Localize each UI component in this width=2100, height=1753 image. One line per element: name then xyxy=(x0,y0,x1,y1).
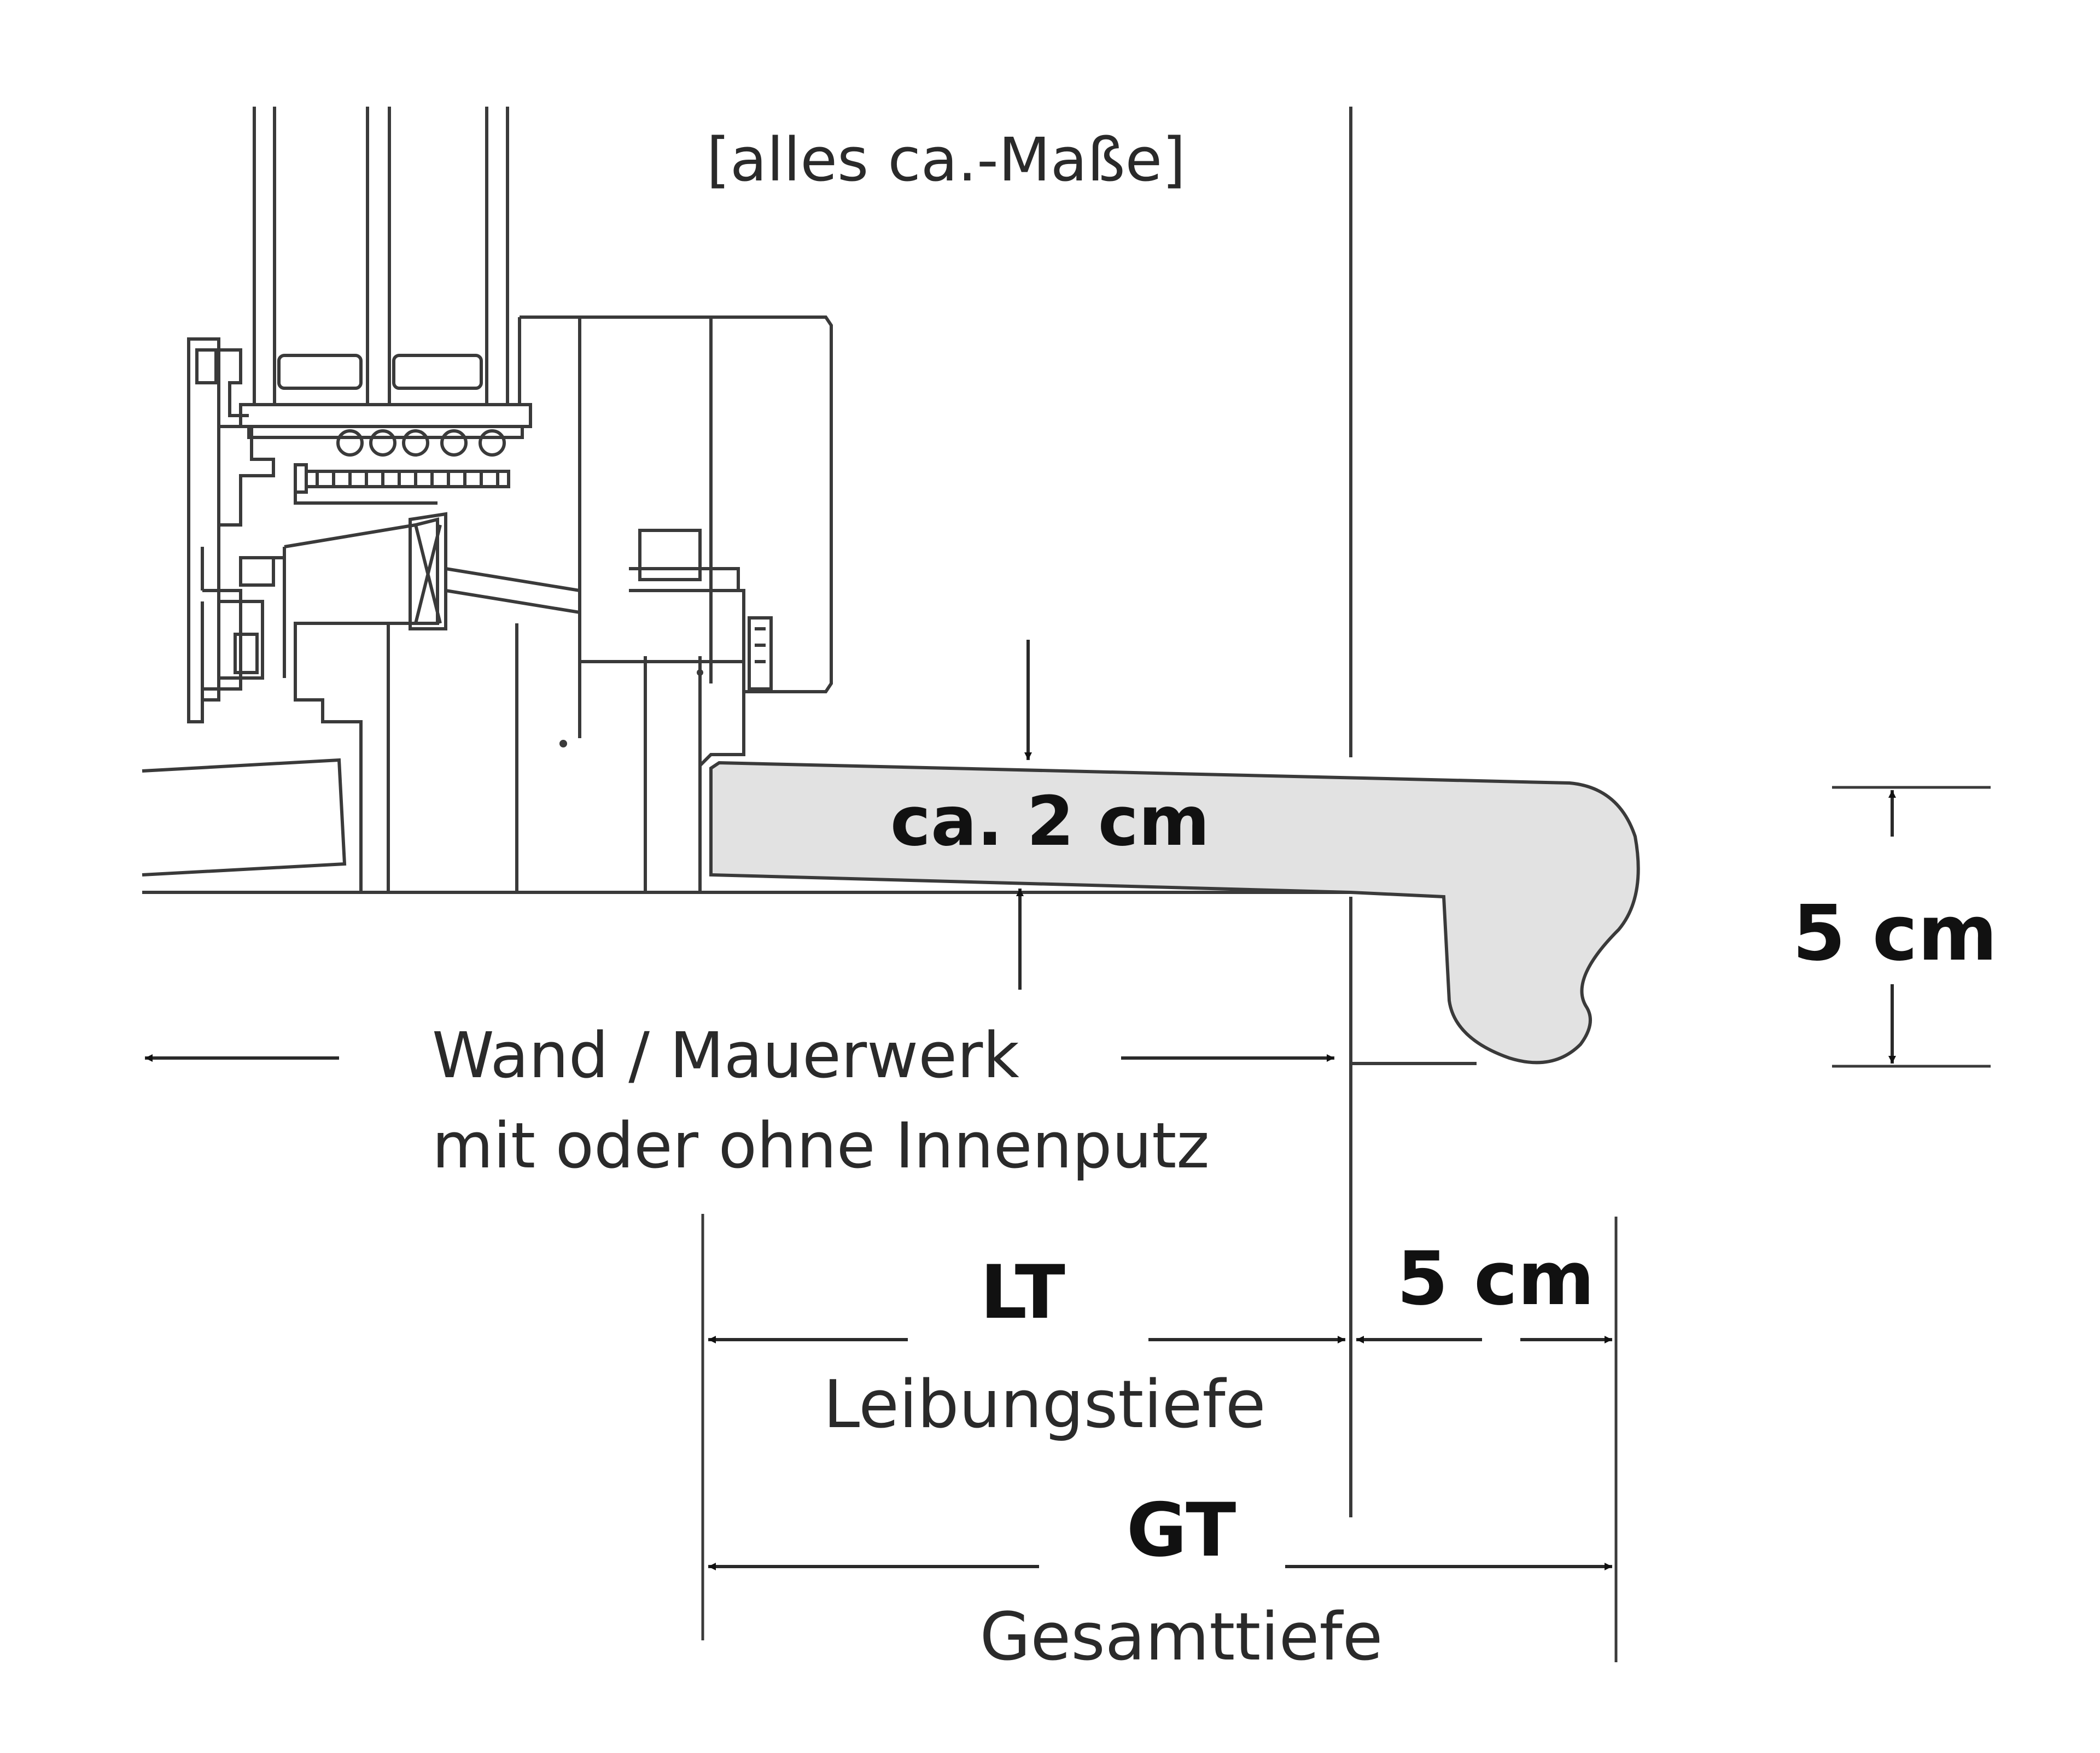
thickness-dimension: ca. 2 cm xyxy=(890,640,1210,990)
thickness-label: ca. 2 cm xyxy=(890,782,1210,861)
overhang-label: 5 cm xyxy=(1397,1236,1595,1322)
lt-name: Leibungstiefe xyxy=(823,1367,1265,1443)
wall-label-line2: mit oder ohne Innenputz xyxy=(432,1109,1210,1183)
window-frame-section xyxy=(187,107,833,891)
height-label: 5 cm xyxy=(1792,889,1997,978)
wall-dimension: Wand / Mauerwerk mit oder ohne Innenputz xyxy=(145,1019,1334,1183)
gt-name: Gesamttiefe xyxy=(979,1599,1382,1675)
lt-abbr: LT xyxy=(980,1249,1065,1335)
gt-abbr: GT xyxy=(1127,1487,1236,1573)
depth-dimensions: LT Leibungstiefe 5 cm GT Gesamttiefe xyxy=(701,1214,1618,1675)
wall-lines xyxy=(142,107,1477,1517)
wall-label-line1: Wand / Mauerwerk xyxy=(432,1019,1019,1092)
height-dimension: 5 cm xyxy=(1792,786,1998,1068)
window-sill-profile xyxy=(709,761,1640,1065)
approx-dimensions-note: [alles ca.-Maße] xyxy=(707,125,1186,195)
